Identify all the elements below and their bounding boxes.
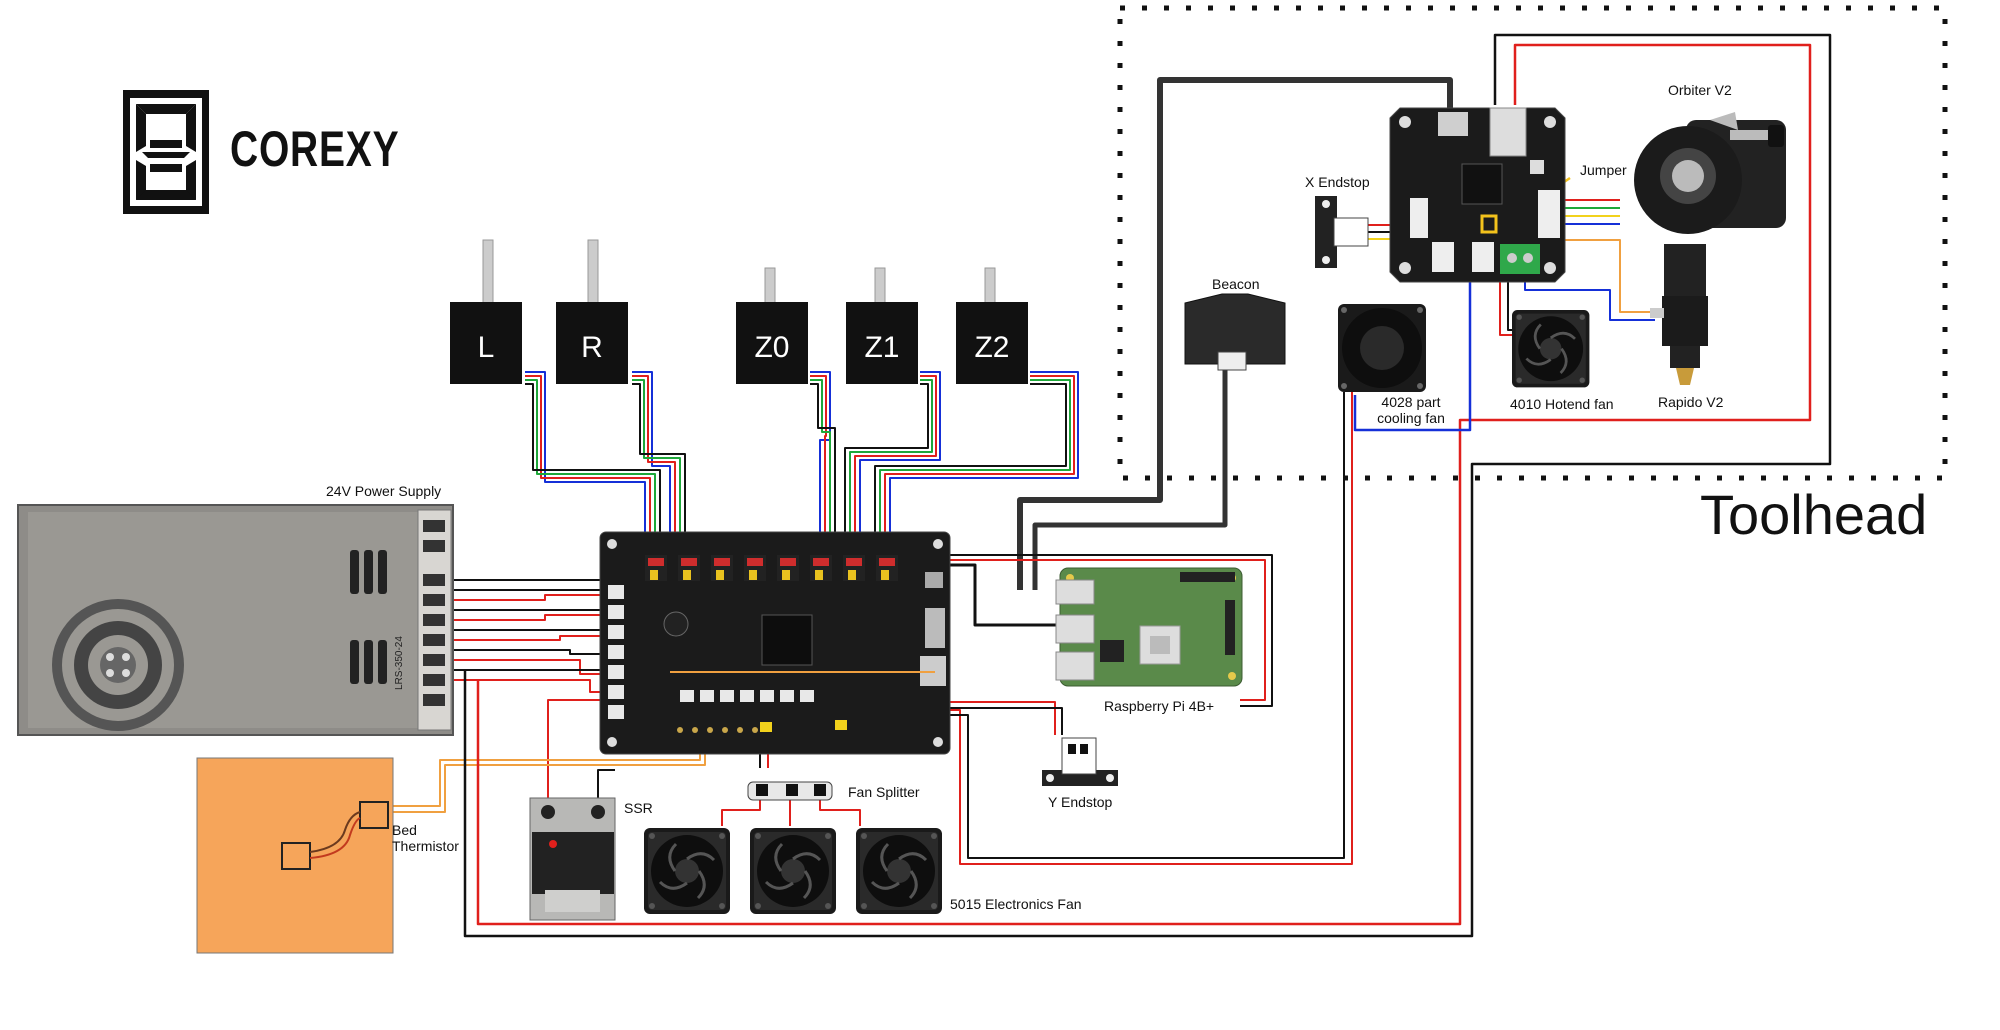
motor-label-z0: Z0: [754, 331, 789, 364]
rapido-label: Rapido V2: [1658, 394, 1724, 410]
electronics-fan-icon-1: [642, 826, 732, 916]
motor-label-z2: Z2: [974, 331, 1009, 364]
brand-name: COREXY: [230, 121, 400, 177]
x-endstop-icon: [1315, 196, 1369, 268]
hotend-fan-label: 4010 Hotend fan: [1510, 396, 1614, 412]
motor-r-icon: R: [556, 239, 628, 384]
bed-thermistor-label: Bed Thermistor: [392, 822, 459, 854]
stepper-motors: L R Z0 Z1 Z2: [450, 239, 1028, 384]
beacon-label: Beacon: [1212, 276, 1260, 292]
part-fan-label: 4028 part cooling fan: [1377, 394, 1445, 426]
orbiter-label: Orbiter V2: [1668, 82, 1732, 98]
ssr-icon: [529, 797, 616, 921]
part-cooling-fan-icon: [1338, 304, 1426, 392]
psu-model-text: LRS-350-24: [394, 636, 405, 690]
hotend-fan-icon: [1510, 308, 1591, 389]
electronics-fan-label: 5015 Electronics Fan: [950, 896, 1082, 912]
beacon-icon: [1184, 293, 1286, 371]
power-supply-icon: LRS-350-24: [17, 504, 454, 736]
fan-splitter-label: Fan Splitter: [848, 784, 920, 800]
toolhead-board-icon: [1389, 107, 1566, 283]
wires: [378, 33, 1832, 938]
motor-z1-icon: Z1: [846, 267, 918, 384]
heated-bed-icon: [196, 757, 394, 954]
electronics-fan-icon-3: [854, 826, 944, 916]
mainboard-icon: [599, 531, 951, 755]
motor-label-z1: Z1: [864, 331, 899, 364]
fan-splitter-icon: [747, 781, 833, 801]
x-endstop-label: X Endstop: [1305, 174, 1370, 190]
orbiter-extruder-icon: [1634, 112, 1786, 234]
toolhead-boundary: [1117, 5, 1948, 481]
motor-label-l: L: [478, 331, 495, 364]
electronics-fan-icon-2: [748, 826, 838, 916]
y-endstop-icon: [1042, 737, 1118, 786]
y-endstop-label: Y Endstop: [1048, 794, 1113, 810]
motor-label-r: R: [581, 331, 603, 364]
raspberry-pi-icon: [1055, 567, 1243, 687]
jumper-label: Jumper: [1580, 162, 1627, 178]
rapido-hotend-icon: [1650, 244, 1708, 385]
toolhead-label: Toolhead: [1700, 483, 1928, 546]
motor-z0-icon: Z0: [736, 267, 808, 384]
raspberry-pi-label: Raspberry Pi 4B+: [1104, 698, 1215, 714]
motor-l-icon: L: [450, 239, 522, 384]
ssr-label: SSR: [624, 800, 653, 816]
power-supply-label: 24V Power Supply: [326, 483, 442, 499]
motor-z2-icon: Z2: [956, 267, 1028, 384]
corexy-logo-icon: [123, 90, 209, 214]
